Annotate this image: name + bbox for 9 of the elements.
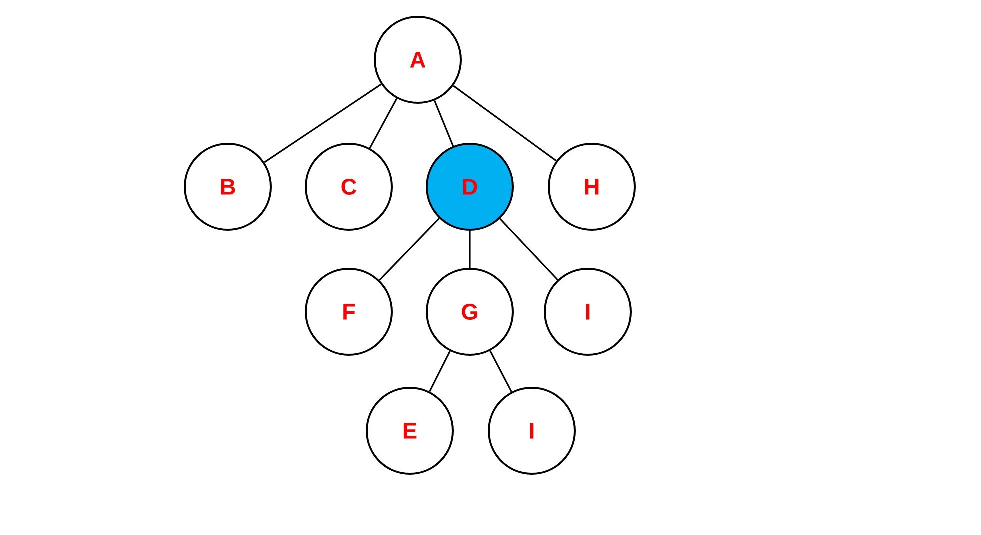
tree-edge: [453, 85, 557, 162]
tree-edge: [379, 218, 440, 281]
tree-edge: [434, 100, 454, 147]
tree-edge: [429, 350, 451, 392]
tree-edge: [264, 84, 382, 164]
tree-edge: [369, 98, 398, 149]
tree-edge: [469, 231, 471, 268]
tree-edge: [490, 350, 512, 392]
tree-edge: [500, 218, 558, 281]
